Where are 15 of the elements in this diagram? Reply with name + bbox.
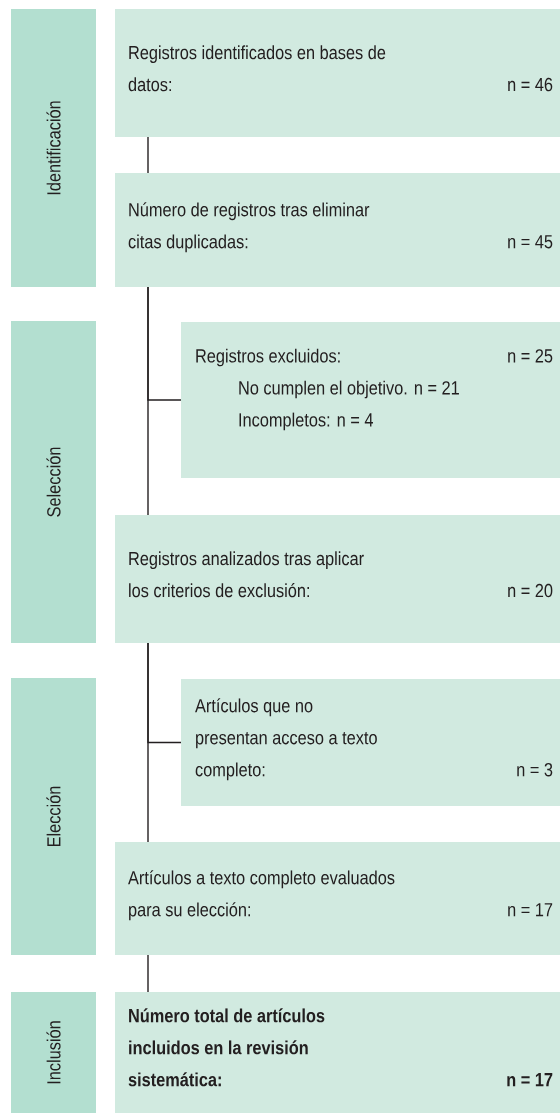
stage-band: Identificación — [11, 9, 96, 287]
connector-line — [147, 642, 182, 744]
stage-band: Inclusión — [11, 992, 96, 1113]
process-box: Registros excluidos: No cumplen el objetivo. n = 21 Incompletos: n = 4 n = 25 — [181, 322, 560, 478]
process-box: Registros analizados tras aplicar los criterios de exclusión: n = 20 — [115, 515, 560, 643]
connector-line — [147, 954, 149, 993]
process-box: Número de registros tras eliminar citas duplicadas: n = 45 — [115, 173, 560, 287]
stage-band: Elección — [11, 678, 96, 955]
process-box: Número total de artículos incluidos en la revisión sistemática: n = 17 — [115, 992, 560, 1113]
process-box: Registros identificados en bases de datos: n = 46 — [115, 9, 560, 137]
stage-band: Selección — [11, 321, 96, 643]
process-box: Artículos a texto completo evaluados para su elección: n = 17 — [115, 842, 560, 955]
process-box: Artículos que no presentan acceso a texto completo: n = 3 — [181, 679, 560, 806]
connector-line — [147, 136, 149, 174]
connector-line — [147, 286, 182, 401]
